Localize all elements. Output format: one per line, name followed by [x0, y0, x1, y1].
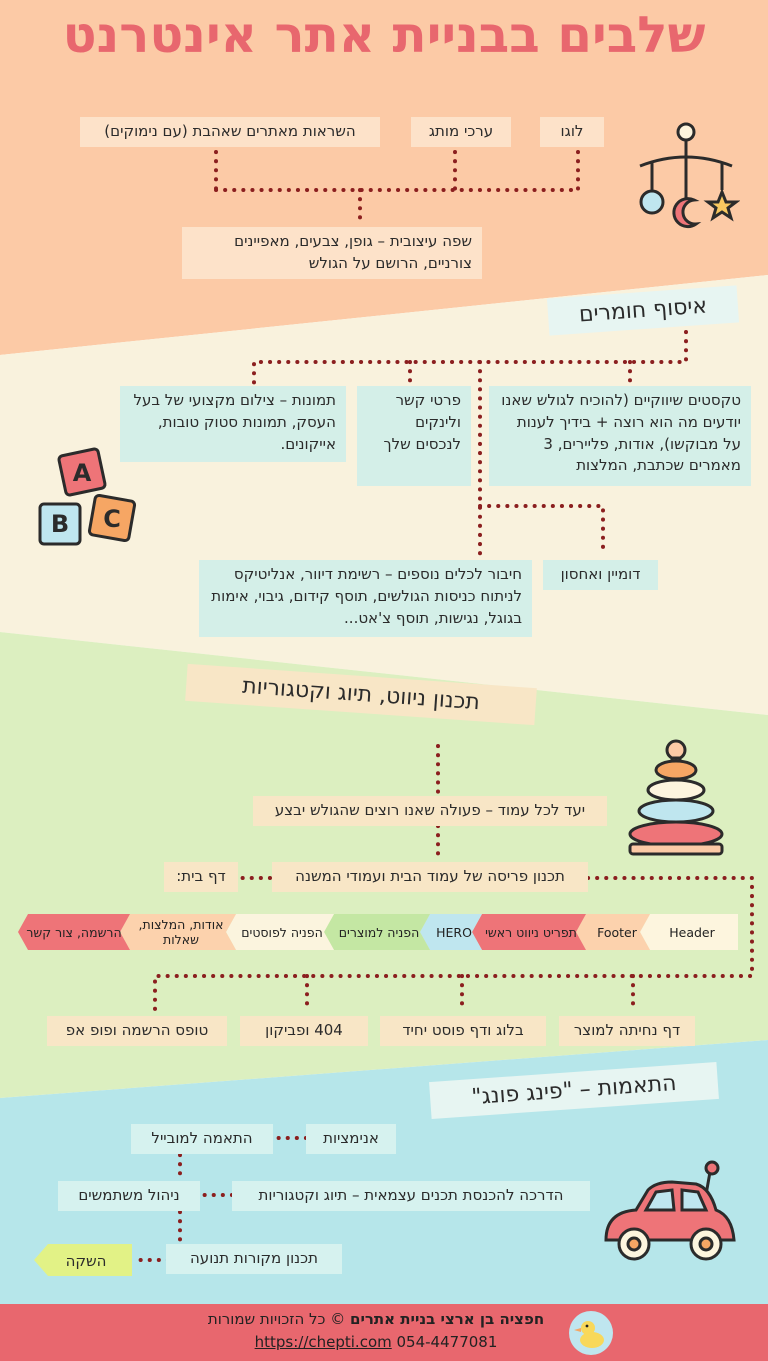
- page-signup-form: טופס הרשמה ופופ אפ: [47, 1016, 227, 1046]
- item-animations: אנימציות: [306, 1124, 396, 1154]
- item-logo: לוגו: [540, 117, 604, 147]
- toy-car-icon: [604, 1160, 736, 1261]
- footer-line2: https://chepti.com 054-4477081: [176, 1333, 576, 1351]
- bar-label-about: אודות, המלצות, שאלות: [138, 917, 224, 947]
- bar-seg-products: [324, 914, 430, 950]
- duck-logo-icon: [569, 1311, 613, 1355]
- connector-s3-right: [153, 876, 754, 1014]
- item-user-management: ניהול משתמשים: [58, 1181, 200, 1211]
- abc-blocks-icon: A B C: [38, 447, 137, 546]
- item-contact-details: פרטי קשר ולינקים לנכסים שלך: [357, 386, 471, 486]
- item-home-page: דף בית:: [164, 862, 238, 892]
- bar-seg-footer: [576, 914, 650, 950]
- page-title-wrap: שלבים בבניית אתר אינטרנט: [0, 6, 768, 64]
- block-letter-b: B: [51, 510, 69, 538]
- bar-label-header: Header: [669, 924, 715, 940]
- item-launch: השקה: [65, 1252, 107, 1270]
- bar-seg-nav: [472, 914, 586, 950]
- item-content-guide: הדרכה להכנסת תכנים עצמאית – תיוג וקטגורי…: [232, 1181, 590, 1211]
- item-page-goal: יעד לכל עמוד – פעולה שאנו רוצים שהגולש י…: [253, 796, 607, 826]
- bar-label-posts: הפניה לפוסטים: [241, 924, 323, 940]
- ring-stacker-icon: [628, 739, 724, 856]
- footer-phone[interactable]: 054-4477081: [396, 1333, 498, 1351]
- bar-seg-about: [120, 914, 236, 950]
- bar-seg-header: [640, 914, 738, 950]
- item-tools: חיבור לכלים נוספים – רשימת דיוור, אנליטי…: [199, 560, 532, 637]
- page-title: שלבים בבניית אתר אינטרנט: [62, 6, 706, 64]
- bar-seg-signup: [18, 914, 130, 950]
- item-images: תמונות – צילום מקצועי של בעל העסק, תמונו…: [120, 386, 346, 462]
- baby-mobile-icon: [639, 122, 740, 229]
- page-landing: דף נחיתה למוצר: [559, 1016, 695, 1046]
- item-layout-plan: תכנון פריסה של עמוד הבית ועמודי המשנה: [272, 862, 588, 892]
- connector-s3: [238, 744, 440, 880]
- bar-label-footer: Footer: [597, 924, 637, 940]
- item-marketing-texts: טקסטים שיווקיים (להוכיח לגולש שאנו יודעי…: [489, 386, 751, 486]
- connector-s1: [214, 150, 580, 226]
- connector-s2: [252, 330, 688, 557]
- footer-url[interactable]: https://chepti.com: [254, 1333, 392, 1351]
- bar-label-nav: תפריט ניווט ראשי: [485, 924, 577, 940]
- bar-label-hero: HERO: [436, 924, 472, 940]
- bar-seg-hero: [420, 914, 482, 950]
- footer-rights: © כל הזכויות שמורות: [207, 1310, 346, 1328]
- band-section2: [0, 275, 768, 715]
- footer-brand: חפציה בן ארצי בניית אתרים: [350, 1310, 545, 1328]
- homepage-bar: [18, 914, 738, 950]
- item-brand-values: ערכי מותג: [411, 117, 511, 147]
- item-traffic-sources: תכנון מקורות תנועה: [166, 1244, 342, 1274]
- bar-label-products: הפניה למוצרים: [338, 924, 420, 940]
- page-404: 404 ופביקון: [240, 1016, 368, 1046]
- launch-arrow: [34, 1244, 132, 1276]
- page-blog: בלוג ודף פוסט יחיד: [380, 1016, 546, 1046]
- footer: חפציה בן ארצי בניית אתרים © כל הזכויות ש…: [0, 1304, 768, 1361]
- block-letter-a: A: [73, 459, 92, 487]
- item-inspiration: השראות מאתרים שאהבת (עם נימוקים): [80, 117, 380, 147]
- footer-line1: חפציה בן ארצי בניית אתרים © כל הזכויות ש…: [176, 1310, 576, 1328]
- block-letter-c: C: [103, 505, 121, 533]
- bar-label-signup: הרשמה, צור קשר: [26, 924, 122, 940]
- design-language: שפה עיצובית – גופן, צבעים, מאפיינים צורנ…: [182, 227, 482, 279]
- item-mobile: התאמה למובייל: [131, 1124, 273, 1154]
- bar-seg-posts: [226, 914, 334, 950]
- item-domain: דומיין ואחסון: [543, 560, 658, 590]
